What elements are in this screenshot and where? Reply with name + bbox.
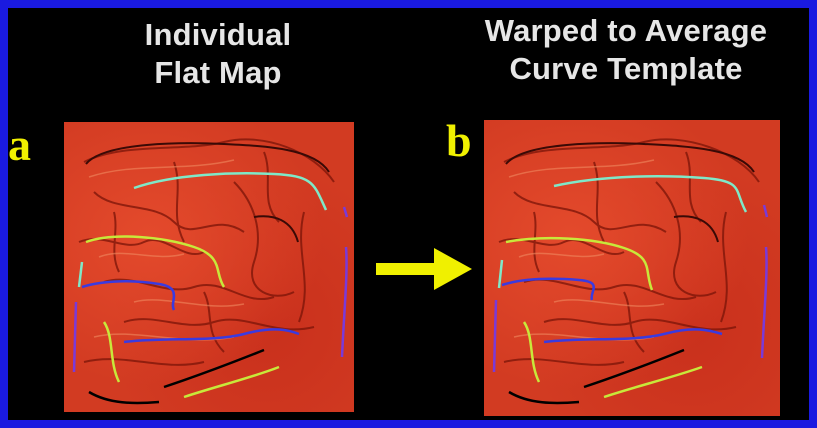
black-curve-bottom [509, 392, 579, 403]
cyan-curve-small [499, 260, 502, 288]
purple-curve-right [342, 207, 347, 357]
flat-map-a-svg [64, 122, 354, 412]
warped-flat-map [484, 120, 780, 416]
panel-b-label: b [446, 118, 472, 164]
flat-map-b-svg [484, 120, 780, 416]
purple-curve-left [74, 302, 76, 372]
cyan-curve [554, 176, 746, 212]
flat-map-b-highlights [509, 160, 664, 340]
black-curve-lower [584, 350, 684, 387]
black-curve-bottom [89, 392, 159, 403]
panel-b-title: Warped to Average Curve Template [446, 12, 806, 88]
blue-curve-upper [82, 281, 174, 310]
purple-curve-left [494, 300, 496, 372]
right-arrow-icon [376, 246, 472, 292]
panel-a-label: a [8, 122, 31, 168]
individual-flat-map [64, 122, 354, 412]
panel-a-title-line2: Flat Map [118, 54, 318, 92]
yellow-green-curve-upper [506, 238, 652, 290]
blue-curve-upper [502, 279, 594, 300]
outline-curve [86, 143, 329, 172]
cyan-curve-small [79, 262, 82, 287]
panel-b-title-line1: Warped to Average [446, 12, 806, 50]
yellow-green-curve-lower [184, 367, 279, 397]
cyan-curve [134, 173, 326, 210]
outline-curve [506, 143, 754, 172]
yellow-green-curve-left [524, 322, 539, 382]
yellow-green-curve-left [104, 322, 119, 382]
flat-map-b-folds [499, 139, 759, 364]
flat-map-a-highlights [89, 160, 244, 340]
panel-b-title-line2: Curve Template [446, 50, 806, 88]
black-curve-lower [164, 350, 264, 387]
panel-a-title-line1: Individual [118, 16, 318, 54]
purple-curve-right [762, 205, 767, 358]
yellow-green-curve-upper [86, 237, 224, 287]
panel-a-title: Individual Flat Map [118, 16, 318, 92]
yellow-green-curve-lower [604, 367, 702, 397]
